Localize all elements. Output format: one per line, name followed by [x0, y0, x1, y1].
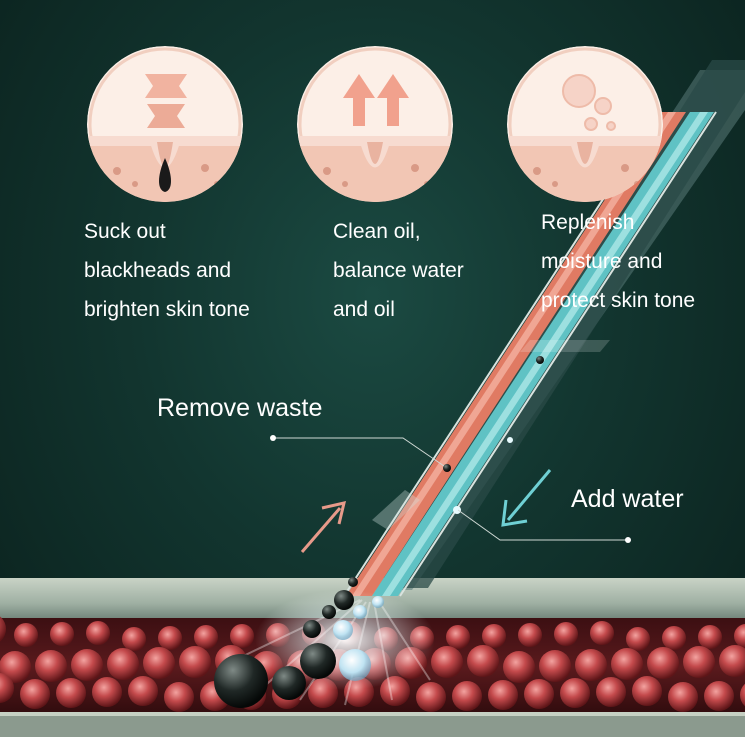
skin-cell [143, 647, 175, 679]
upward-arrows-icon [297, 46, 453, 202]
benefit-caption-line: Replenish [541, 211, 635, 234]
skin-cell [164, 682, 194, 712]
skin-cell [539, 650, 571, 682]
skin-cell [668, 682, 698, 712]
skin-cell [107, 648, 139, 680]
skin-cell [230, 624, 254, 648]
remove-waste-label: Remove waste [157, 394, 323, 422]
skin-cell [86, 621, 110, 645]
skin-cell [71, 649, 103, 681]
skin-base [0, 712, 745, 737]
skin-cell [14, 623, 38, 647]
waste-particles [348, 356, 544, 587]
skin-cell [734, 624, 745, 648]
probe-tube [343, 60, 745, 597]
skin-cell [560, 678, 590, 708]
skin-cell [20, 679, 50, 709]
skin-cell [416, 682, 446, 712]
skin-cell [632, 676, 662, 706]
skin-cell [0, 651, 31, 683]
water-particles [453, 437, 513, 514]
skin-cell [524, 679, 554, 709]
skin-cell [92, 677, 122, 707]
water-arrow-icon [501, 469, 552, 527]
suction-glow [255, 590, 435, 690]
skin-cell [122, 627, 146, 651]
callout-leaders [273, 437, 628, 541]
skin-cell [158, 626, 182, 650]
skin-cell [431, 646, 463, 678]
skin-cell [719, 645, 745, 677]
benefit-caption-line: Suck out [84, 220, 166, 243]
skin-cell [626, 627, 650, 651]
skin-cell [128, 676, 158, 706]
skin-cell [0, 673, 14, 703]
skin-cell [647, 647, 679, 679]
water-bubbles [333, 596, 384, 681]
skin-cell [467, 645, 499, 677]
skin-cell [446, 625, 470, 649]
benefit-caption-line: blackheads and [84, 259, 232, 282]
skin-cell [704, 681, 734, 711]
skin-cell [683, 646, 715, 678]
add-water-label: Add water [571, 485, 684, 513]
skin-cell [596, 677, 626, 707]
skin-cell [740, 683, 745, 707]
skin-cell [518, 623, 542, 647]
benefit-caption-line: brighten skin tone [84, 298, 250, 321]
moisture-bubbles-icon [507, 46, 663, 202]
benefit-caption-line: Clean oil, [333, 220, 421, 243]
skin-cell [662, 626, 686, 650]
extracted-blackheads [214, 590, 354, 708]
skin-cell [56, 678, 86, 708]
blackhead-extraction-icon [87, 46, 243, 202]
skin-cell [611, 648, 643, 680]
benefit-caption-line: and oil [333, 298, 395, 321]
skin-cell [590, 621, 614, 645]
benefit-caption-line: balance water [333, 259, 464, 282]
skin-cell [554, 622, 578, 646]
skin-cell [488, 680, 518, 710]
skin-cell [482, 624, 506, 648]
benefit-caption-line: protect skin tone [541, 289, 696, 312]
skin-cell [35, 650, 67, 682]
benefit-caption-line: moisture and [541, 250, 663, 273]
remove-waste-dot [270, 435, 276, 441]
skin-cell [194, 625, 218, 649]
waste-arrow-icon [300, 501, 347, 553]
skin-cell [698, 625, 722, 649]
skin-cell [0, 616, 6, 642]
add-water-dot [625, 537, 631, 543]
skin-cell [503, 651, 535, 683]
skin-cell [50, 622, 74, 646]
skin-cell [179, 646, 211, 678]
skin-cell [452, 681, 482, 711]
skin-cell [575, 649, 607, 681]
